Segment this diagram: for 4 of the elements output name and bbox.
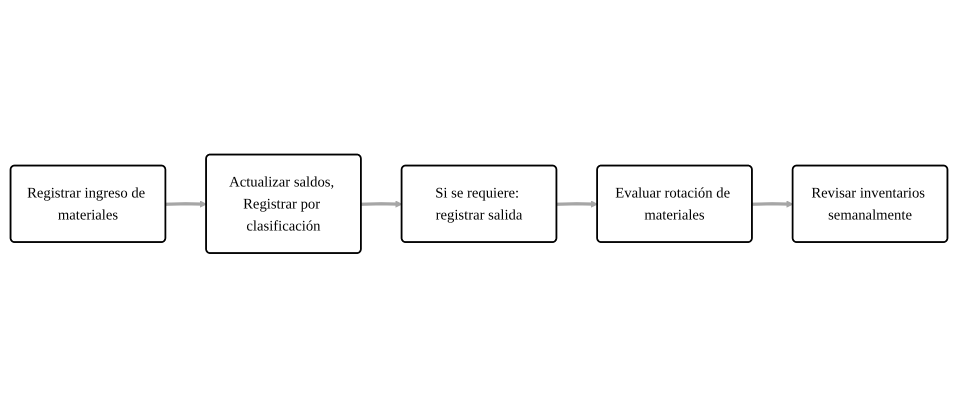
arrow — [361, 200, 402, 208]
arrow — [166, 200, 207, 208]
arrow — [556, 200, 598, 208]
arrow — [752, 200, 794, 208]
